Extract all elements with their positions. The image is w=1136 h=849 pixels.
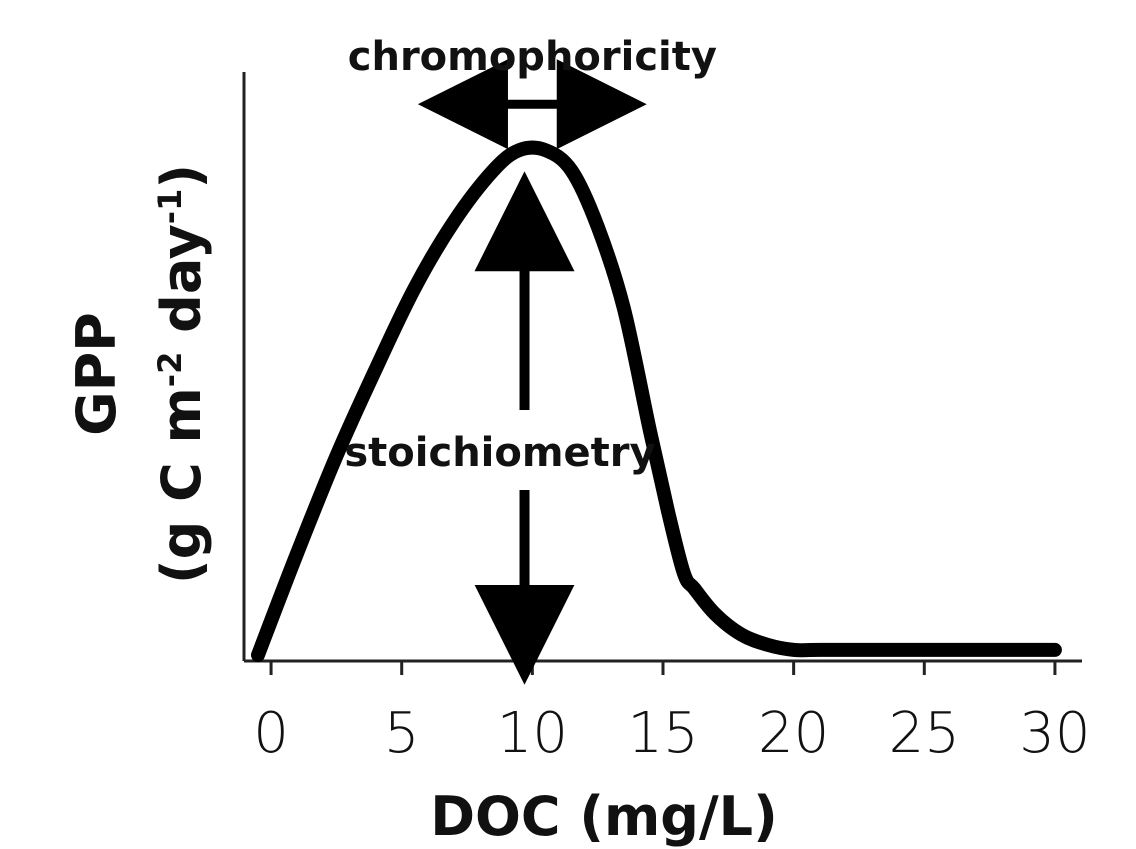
y-axis-title-line2: (g C m-2 day-1) bbox=[150, 164, 213, 584]
x-tick-label: 10 bbox=[497, 701, 568, 766]
x-tick-label: 15 bbox=[627, 701, 698, 766]
y-axis-title-sup1: -2 bbox=[151, 352, 189, 388]
x-ticks: 0 5 10 15 20 25 30 bbox=[253, 661, 1091, 766]
x-tick-label: 0 bbox=[253, 701, 289, 766]
y-axis-title-suffix: ) bbox=[150, 164, 213, 189]
x-tick-label: 5 bbox=[384, 701, 420, 766]
y-axis-title-mid: day bbox=[150, 224, 213, 351]
annotation-text: stoichiometry bbox=[344, 430, 655, 476]
x-tick-label: 30 bbox=[1019, 701, 1090, 766]
annotation-text: chromophoricity bbox=[348, 34, 717, 80]
y-axis-title-line1: GPP bbox=[65, 312, 128, 435]
y-axis-title: GPP (g C m-2 day-1) bbox=[65, 164, 213, 584]
y-axis-title-prefix: (g C m bbox=[150, 387, 213, 584]
gpp-curve bbox=[251, 140, 1062, 662]
axes: 0 5 10 15 20 25 30 bbox=[242, 72, 1091, 766]
annotation-chromophoricity: chromophoricity bbox=[348, 34, 717, 150]
y-axis-title-sup2: -1 bbox=[151, 189, 189, 225]
x-tick-label: 25 bbox=[889, 701, 960, 766]
x-axis-title: DOC (mg/L) bbox=[430, 785, 778, 848]
x-tick-label: 20 bbox=[758, 701, 829, 766]
annotation-stoichiometry: stoichiometry bbox=[344, 171, 656, 685]
